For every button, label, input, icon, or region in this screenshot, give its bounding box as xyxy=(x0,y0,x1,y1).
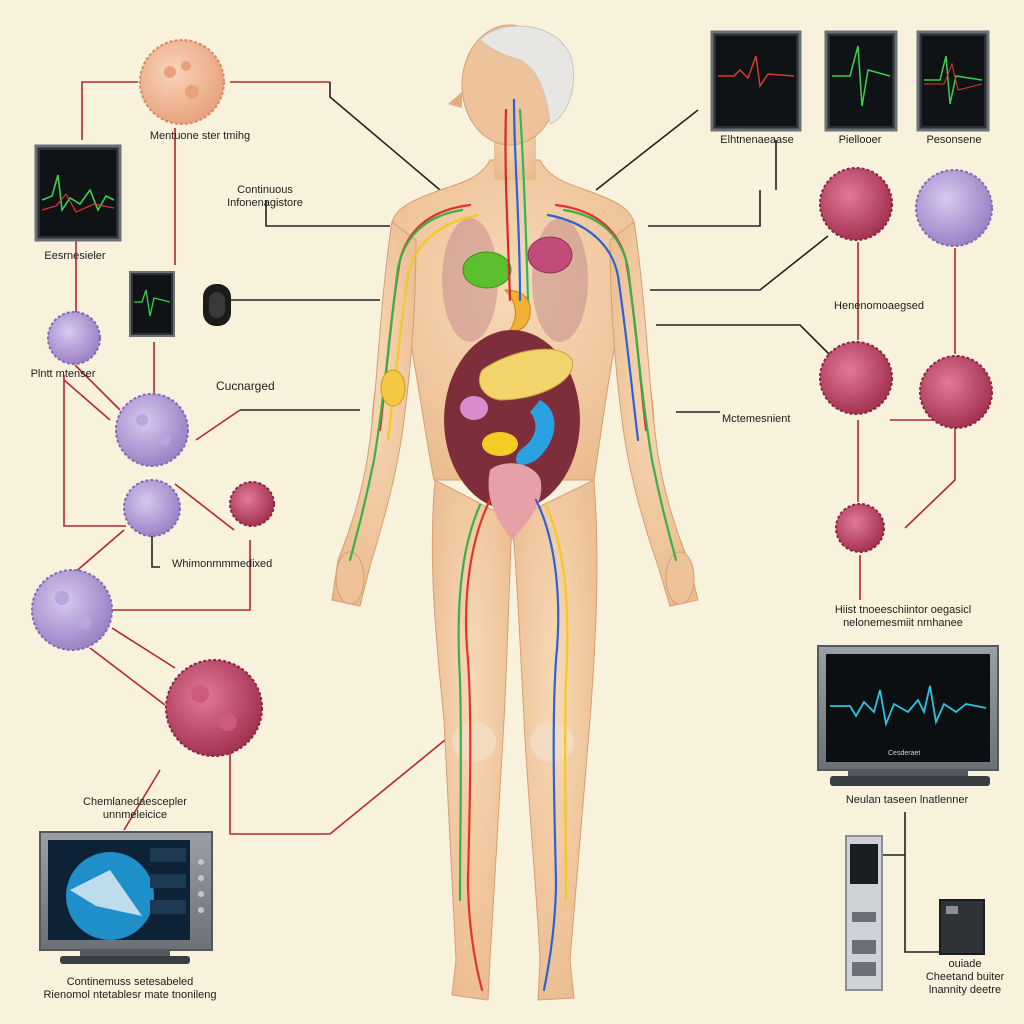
server-tower xyxy=(845,835,883,991)
cell-left-pink-small xyxy=(229,481,275,527)
computer-bottom-left xyxy=(39,831,213,964)
cell-right-pink-4 xyxy=(835,503,885,553)
cell-left-purple-1 xyxy=(47,311,101,365)
label-right-henenomoaegsed: Henenomoaegsed xyxy=(834,300,924,312)
label-chemical-line1: Chemlanedaescepler xyxy=(83,796,187,808)
label-right-device: ouiade Cheetand buiter lnannity deetre xyxy=(910,958,1020,997)
label-top-cell: Mentuone ster tmihg xyxy=(149,130,251,142)
label-right-hist-line2: nelonemesmiit nmhanee xyxy=(843,617,963,629)
device-box xyxy=(939,899,985,955)
cell-left-purple-2 xyxy=(115,393,189,467)
label-bottom-left-line2: Rienomol ntetablesr mate tnonileng xyxy=(43,989,217,1001)
monitor-top-1 xyxy=(710,30,802,132)
monitor-left-top xyxy=(34,144,122,242)
cell-left-purple-4 xyxy=(31,569,113,651)
label-right-device-line3: lnannity deetre xyxy=(928,984,1002,996)
cell-left-pink-large xyxy=(165,659,263,757)
label-continuous-info-line1: Continuous xyxy=(237,184,293,196)
label-top-monitor-1: Elhtnenaeaase xyxy=(720,134,794,146)
label-continuous-info-line2: Infonenagistore xyxy=(227,197,303,209)
label-right-mctemesnient: Mctemesnient xyxy=(722,413,791,425)
human-figure xyxy=(331,24,699,1001)
label-whimonomedixed: Whimonmmmedixed xyxy=(172,558,273,570)
label-right-hist-line1: Hiist tnoeeschiintor oegasicl xyxy=(834,604,972,616)
label-left-monitor: Eesrnesieler xyxy=(44,250,106,262)
label-right-hist: Hiist tnoeeschiintor oegasicl nelonemesm… xyxy=(818,604,988,630)
label-chemical-line2: unnmeleicice xyxy=(102,809,168,821)
organ-gland xyxy=(380,369,406,407)
organs xyxy=(442,218,588,540)
cell-right-purple xyxy=(915,169,993,247)
label-top-monitor-3: Pesonsene xyxy=(926,134,982,146)
right-monitor-screen-text: Cesderaet xyxy=(888,750,921,757)
cell-right-pink-1 xyxy=(819,167,893,241)
cell-top-peach xyxy=(139,39,225,125)
label-bottom-left: Continemuss setesabeled Rienomol ntetabl… xyxy=(20,976,240,1002)
label-top-monitor-2: Piellooer xyxy=(838,134,882,146)
monitor-right-large xyxy=(817,645,999,786)
sensor-device-icon xyxy=(203,284,231,326)
connector-lines xyxy=(63,81,956,835)
label-chemical: Chemlanedaescepler unnmeleicice xyxy=(60,796,210,822)
label-cucnarged: Cucnarged xyxy=(216,379,275,393)
cell-right-pink-3 xyxy=(919,355,993,429)
monitor-top-3 xyxy=(916,30,990,132)
pointer-lines xyxy=(151,82,940,953)
label-bottom-left-line1: Continemuss setesabeled xyxy=(66,976,194,988)
cell-left-purple-3 xyxy=(123,479,181,537)
label-right-monitor: Neulan taseen lnatlenner xyxy=(845,794,969,806)
cell-right-pink-2 xyxy=(819,341,893,415)
label-right-device-line2: Cheetand buiter xyxy=(925,971,1005,983)
monitor-left-small xyxy=(129,271,175,337)
monitor-top-2 xyxy=(824,30,898,132)
label-continuous-info: Continuous Infonenagistore xyxy=(210,184,320,210)
label-right-device-line1: ouiade xyxy=(948,958,982,970)
label-left-cell: Plntt mtenser xyxy=(30,368,96,380)
